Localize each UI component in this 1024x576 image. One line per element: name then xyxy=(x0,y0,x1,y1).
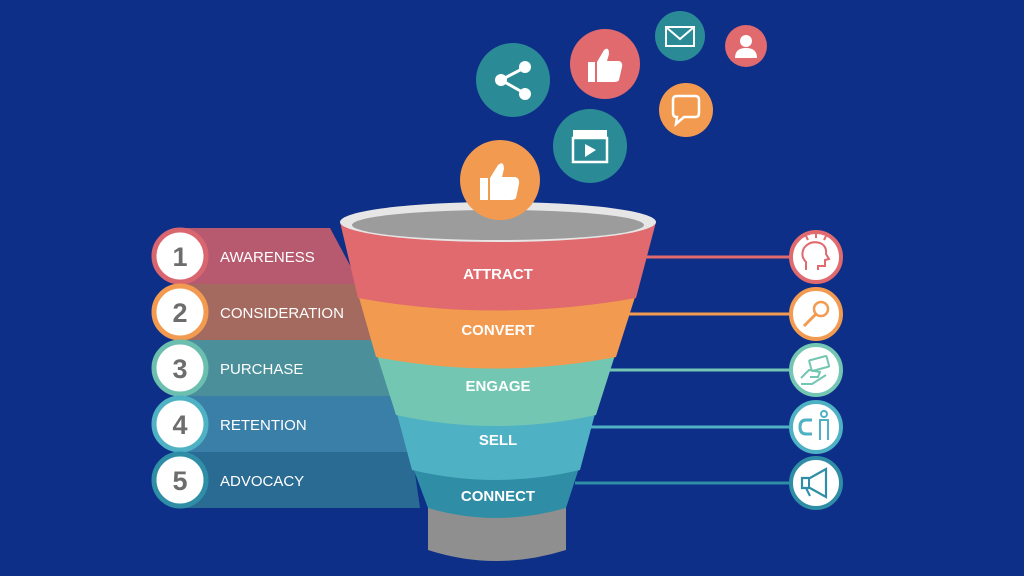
user-icon xyxy=(725,25,767,67)
stage-number-circle xyxy=(151,227,209,285)
stage-number-circle xyxy=(151,395,209,453)
stage-label: ADVOCACY xyxy=(220,473,304,490)
stage-bar xyxy=(180,452,420,508)
stage-list: 1 AWARENESS 2 CONSIDERATION 3 PURCHASE 4… xyxy=(151,227,420,509)
stage-item-awareness: 1 AWARENESS xyxy=(151,227,360,285)
handshake-money-icon xyxy=(789,343,843,397)
funnel-label-sell: SELL xyxy=(479,432,517,449)
video-clapper-icon xyxy=(553,109,627,183)
magnifier-icon xyxy=(789,287,843,341)
funnel: ATTRACT CONVERT ENGAGE SELL CONNECT xyxy=(340,202,656,561)
magnet-person-icon xyxy=(789,400,843,454)
megaphone-icon xyxy=(789,456,843,510)
floating-icons xyxy=(460,11,767,220)
stage-bar xyxy=(180,396,412,452)
share-icon xyxy=(476,43,550,117)
stage-number: 1 xyxy=(172,242,187,272)
stage-number: 2 xyxy=(172,298,187,328)
stage-item-retention: 4 RETENTION xyxy=(151,395,412,453)
connector-lines xyxy=(575,255,790,485)
stage-item-advocacy: 5 ADVOCACY xyxy=(151,451,420,509)
funnel-band-engage xyxy=(376,352,616,426)
stage-number-circle xyxy=(151,339,209,397)
funnel-band-connect xyxy=(412,465,580,518)
email-icon xyxy=(655,11,705,61)
chat-bubble-icon xyxy=(659,83,713,137)
stage-item-purchase: 3 PURCHASE xyxy=(151,339,398,397)
funnel-opening xyxy=(352,210,644,240)
stage-number-circle xyxy=(151,283,209,341)
right-icons xyxy=(789,230,843,510)
stage-number: 4 xyxy=(172,410,187,440)
funnel-label-engage: ENGAGE xyxy=(465,378,530,395)
funnel-spout xyxy=(428,505,566,561)
stage-bar xyxy=(180,340,398,396)
stage-item-consideration: 2 CONSIDERATION xyxy=(151,283,380,341)
thumbs-up-icon xyxy=(460,140,540,220)
stage-label: RETENTION xyxy=(220,417,307,434)
stage-bar xyxy=(180,284,380,340)
thumbs-up-icon xyxy=(570,29,640,99)
funnel-label-convert: CONVERT xyxy=(461,322,534,339)
head-idea-icon xyxy=(789,230,843,284)
stage-bar xyxy=(180,228,360,284)
stage-number: 3 xyxy=(172,354,187,384)
stage-number: 5 xyxy=(172,466,187,496)
funnel-band-convert xyxy=(358,294,636,369)
stage-label: CONSIDERATION xyxy=(220,305,344,322)
funnel-band-attract xyxy=(340,222,656,311)
funnel-band-sell xyxy=(396,410,596,480)
funnel-label-connect: CONNECT xyxy=(461,488,535,505)
stage-label: PURCHASE xyxy=(220,361,303,378)
stage-number-circle xyxy=(151,451,209,509)
funnel-label-attract: ATTRACT xyxy=(463,266,533,283)
stage-label: AWARENESS xyxy=(220,249,315,266)
